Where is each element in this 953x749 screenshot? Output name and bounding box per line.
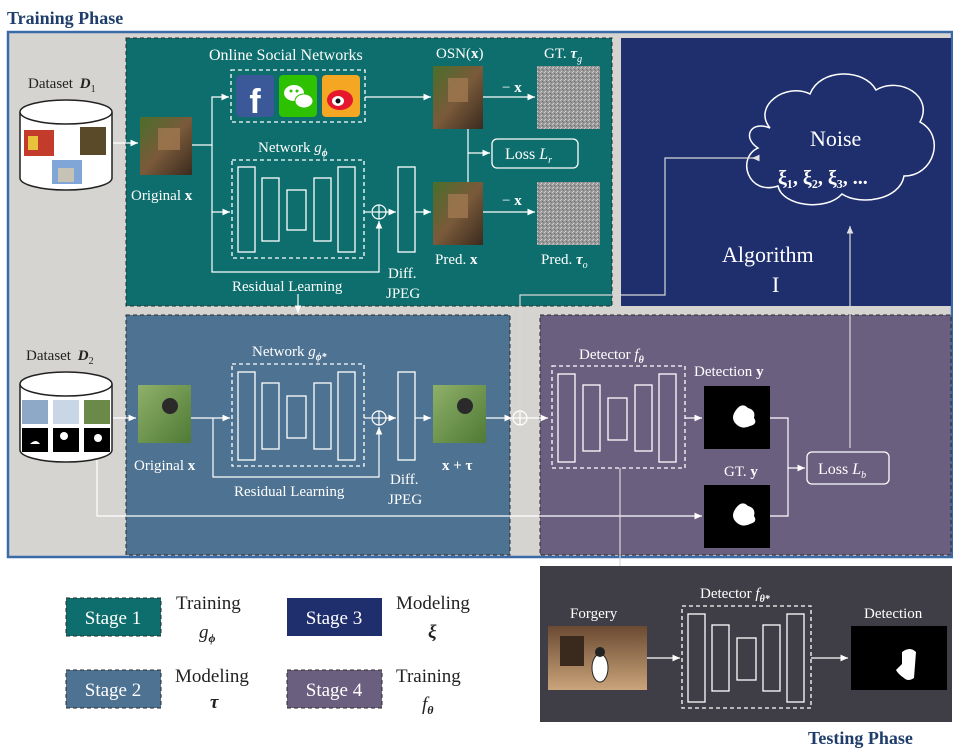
diff-jpeg-block-s2 <box>397 371 416 461</box>
dataset-d1-label: Dataset D1 <box>28 76 96 95</box>
jpeg-label-s2: JPEG <box>388 492 422 508</box>
legend-stage1-badge <box>65 597 162 637</box>
stage3-content: Noise ξ₁, ξ₂, ξ₃, ... Algorithm I <box>519 73 935 448</box>
algorithm-number: I <box>772 272 779 297</box>
legend-stage1-badge-text: Stage 1 <box>85 608 141 629</box>
stage1-content: Online Social Networks f Original x Netw… <box>113 46 600 313</box>
legend-stage3-badge-text: Stage 3 <box>306 608 362 629</box>
legend-stage4-badge <box>286 669 383 709</box>
original-x-label-s1: Original x <box>131 188 193 204</box>
legend-stage4-line1: Training <box>396 666 461 687</box>
minus-x-1: − x <box>502 80 522 96</box>
diff-label-s1: Diff. <box>388 266 416 282</box>
pred-tau-o-label: Pred. τo <box>541 252 588 271</box>
forgery-label: Forgery <box>570 606 618 622</box>
stage3-panel <box>621 38 951 306</box>
legend-stage3-line2: ξ <box>428 622 437 643</box>
legend-stage2-line2: τ <box>210 692 219 713</box>
legend-stage1-line2: gϕ <box>199 622 216 645</box>
gt-y-label: GT. y <box>724 464 758 480</box>
legend-stage4-line2: fθ <box>422 694 434 717</box>
d2-thumb-1 <box>22 400 48 424</box>
gt-tau-g-image <box>537 66 600 129</box>
osn-box <box>230 69 366 123</box>
loss-lr-box <box>491 138 579 169</box>
residual-learning-s2: Residual Learning <box>234 484 345 500</box>
gt-tau-g-label: GT. τg <box>544 46 582 65</box>
stage4-content: Detector fθ Detection y GT. y Loss Lb <box>512 347 890 596</box>
algorithm-label: Algorithm <box>722 242 814 267</box>
dataset-d2: Dataset D2 <box>19 348 113 463</box>
wechat-icon <box>279 75 317 117</box>
loss-lr-label: Loss Lr <box>505 146 552 166</box>
d2-thumb-2 <box>53 400 79 424</box>
original-x-label-s2: Original x <box>134 458 196 474</box>
stage2-content: Network gϕ* Original x Residual Learning… <box>96 344 702 520</box>
weibo-icon <box>322 75 360 117</box>
network-g-phi-star-label: Network gϕ* <box>252 344 328 363</box>
legend-stage2-line1: Modeling <box>175 666 249 687</box>
testing-phase-title: Testing Phase <box>808 728 913 748</box>
x-plus-tau-label: x + τ <box>442 458 473 474</box>
loss-lb-box <box>806 451 890 485</box>
detector-f-theta-star-label: Detector fθ* <box>700 586 771 605</box>
detector-f-theta-box <box>551 365 686 469</box>
x-plus-tau-image <box>433 385 486 443</box>
training-phase-title: Training Phase <box>7 8 123 28</box>
d1-thumb-2 <box>80 127 106 155</box>
network-g-phi-star-box <box>231 363 365 467</box>
legend-stage2-badge <box>65 669 162 709</box>
osn-x-label: OSN(x) <box>436 46 484 62</box>
jpeg-label-s1: JPEG <box>386 286 420 302</box>
legend-stage3-line1: Modeling <box>396 593 470 614</box>
legend: Stage 1 Training gϕ Stage 2 Modeling τ S… <box>65 593 470 717</box>
pred-tau-o-image <box>537 182 600 245</box>
network-g-phi-label: Network gϕ <box>258 140 328 159</box>
legend-stage3-badge <box>287 598 382 636</box>
xi-list: ξ₁, ξ₂, ξ₃, ... <box>778 167 868 189</box>
detector-f-theta-label: Detector fθ <box>579 347 645 366</box>
residual-learning-s1: Residual Learning <box>232 279 343 295</box>
testing-detection-mask <box>851 626 947 690</box>
diff-jpeg-block-s1 <box>397 166 416 253</box>
noise-label: Noise <box>810 126 861 151</box>
d2-thumb-3 <box>84 400 110 424</box>
network-g-phi-box <box>231 159 365 259</box>
legend-stage4-badge-text: Stage 4 <box>306 680 363 701</box>
dataset-d2-label: Dataset D2 <box>26 348 94 367</box>
osn-title: Online Social Networks <box>209 47 363 64</box>
dataset-d1: Dataset D1 <box>19 76 113 191</box>
detection-y-label: Detection y <box>694 364 764 380</box>
legend-stage1-line1: Training <box>176 593 241 614</box>
detector-f-theta-star-box <box>681 605 812 709</box>
legend-stage2-badge-text: Stage 2 <box>85 680 141 701</box>
pred-x-label: Pred. x <box>435 252 478 268</box>
loss-lb-label: Loss Lb <box>818 461 866 481</box>
noise-cloud <box>746 73 935 206</box>
original-x-image-s2 <box>138 385 191 443</box>
facebook-icon: f <box>236 75 274 121</box>
testing-detection-label: Detection <box>864 606 923 622</box>
testing-phase: Forgery Detector fθ* Detection <box>540 566 952 722</box>
stage1-panel <box>125 37 613 307</box>
svg-text:f: f <box>249 83 261 121</box>
minus-x-2: − x <box>502 193 522 209</box>
diff-label-s2: Diff. <box>390 472 418 488</box>
